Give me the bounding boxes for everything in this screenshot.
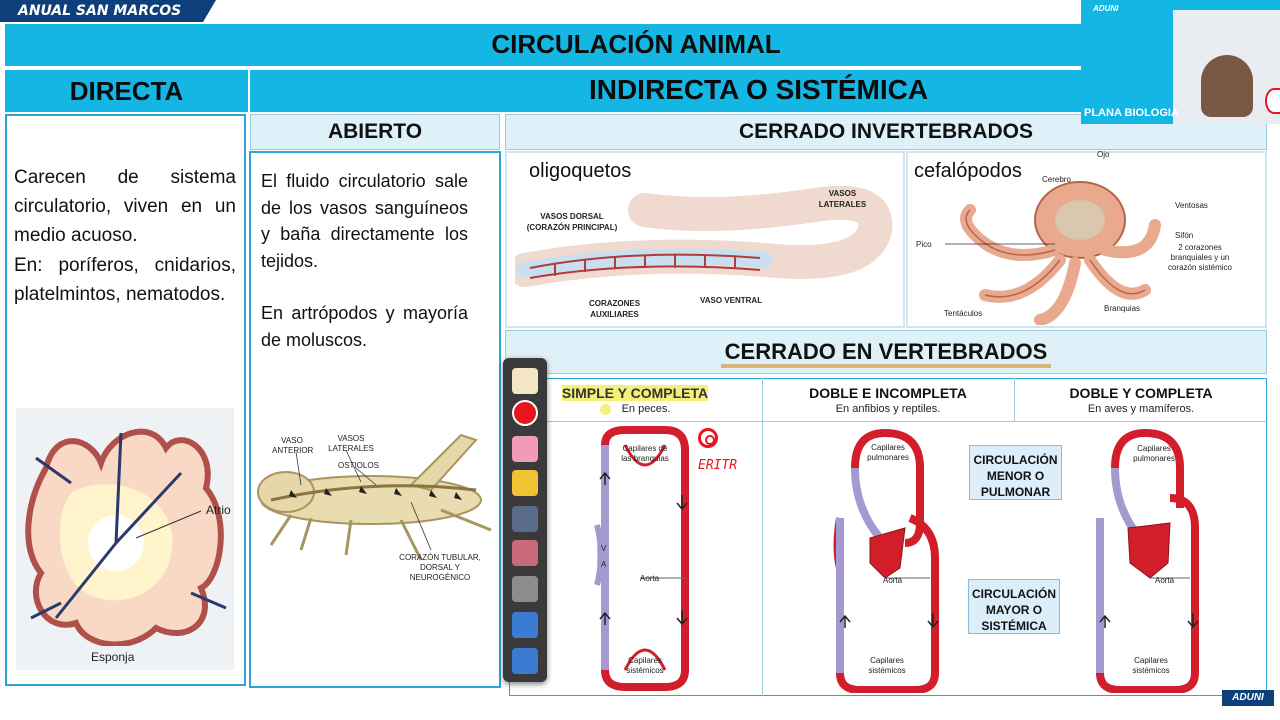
label-aorta-dc: Aorta <box>1155 576 1175 585</box>
col-divider-2 <box>1014 378 1015 422</box>
col-title-doble-completa: DOBLE Y COMPLETA <box>1069 385 1213 401</box>
cefalopodos-title: cefalópodos <box>914 160 1022 182</box>
diagram-simple-completa <box>594 426 689 691</box>
label-tentaculos: Tentáculos <box>944 309 983 318</box>
col-title-simple-text: SIMPLE Y COMPLETA <box>561 385 709 401</box>
directa-heading: DIRECTA <box>5 70 248 112</box>
vertebrados-heading-text: CERRADO EN VERTEBRADOS <box>720 339 1052 368</box>
label-ostiolos: OSTIOLOS <box>338 461 379 470</box>
pen-tool-icon[interactable] <box>512 368 538 394</box>
label-vasos-laterales-worm: VASOS LATERALES <box>818 189 867 209</box>
eraser-icon[interactable] <box>512 436 538 462</box>
label-capilares-pulmonares-di: Capilares pulmonares <box>867 443 909 462</box>
circulacion-mayor-box: CIRCULACIÓN MAYOR O SISTÉMICA <box>968 579 1060 634</box>
diagram-doble-incompleta <box>833 428 939 693</box>
label-ojo: Ojo <box>1097 150 1110 159</box>
directa-text-2: En: poríferos, cnidarios, platelmintos, … <box>14 255 236 305</box>
label-capilares-sistemicos-dc: Capilares sistémicos <box>1132 656 1170 675</box>
earthworm-image <box>515 185 893 287</box>
label-corazones-auxiliares: CORAZONES AUXILIARES <box>588 299 641 319</box>
footer-logo: ADUNI <box>1222 690 1274 706</box>
label-vaso-ventral: VASO VENTRAL <box>700 296 763 305</box>
keyboard-icon[interactable] <box>512 576 538 602</box>
label-corazon-tubular: CORAZÓN TUBULAR, DORSAL Y NEUROGÉNICO <box>399 553 481 582</box>
highlight-dot <box>599 403 611 415</box>
label-corazones: 2 corazones branquiales y un corazón sis… <box>1167 243 1233 272</box>
label-ventosas: Ventosas <box>1175 201 1208 210</box>
grasshopper-image <box>257 433 492 561</box>
abierto-heading: ABIERTO <box>250 114 500 150</box>
screen-icon[interactable] <box>512 612 538 638</box>
label-cerebro: Cerebro <box>1042 175 1071 184</box>
laser-pointer-icon[interactable] <box>512 540 538 566</box>
abierto-text-1: El fluido circulatorio sale de los vasos… <box>261 171 468 271</box>
sponge-label-esponja: Esponja <box>91 650 135 664</box>
presenter-avatar <box>1201 55 1253 117</box>
label-vasos-laterales: VASOS LATERALES <box>328 434 374 453</box>
label-aorta-simple: Aorta <box>640 574 660 583</box>
label-sifon: Sifón <box>1175 231 1194 240</box>
label-capilares-pulmonares-dc: Capilares pulmonares <box>1133 444 1175 463</box>
directa-text-1: Carecen de sistema circulatorio, viven e… <box>14 167 236 246</box>
annotation-circle <box>698 428 718 448</box>
brand-ribbon: ANUAL SAN MARCOS <box>0 0 216 22</box>
sponge-label-atrio: Atrio <box>206 503 231 517</box>
octopus-image <box>945 181 1161 325</box>
page-title: CIRCULACIÓN ANIMAL <box>5 24 1267 66</box>
webcam-badge <box>1265 88 1280 114</box>
label-capilares-sistemicos-simple: Capilares sistémicos <box>626 656 664 675</box>
sponge-image <box>16 408 234 670</box>
red-pen-icon[interactable] <box>512 400 538 426</box>
col-sub-doble-completa: En aves y mamíferos. <box>1087 403 1195 415</box>
row-divider <box>509 421 1267 422</box>
annotation-toolbar <box>503 358 547 682</box>
oligoquetos-panel <box>505 151 905 328</box>
label-capilares-branquias: Capilares de las branquias <box>621 444 669 463</box>
diagram-doble-completa <box>1096 428 1199 693</box>
label-capilares-sistemicos-di: Capilares sistémicos <box>868 656 906 675</box>
col-sub-simple: En peces. <box>555 403 715 415</box>
abierto-panel <box>249 151 501 688</box>
pointer-icon[interactable] <box>512 506 538 532</box>
label-branquias: Branquias <box>1104 304 1141 313</box>
annotation-text: ERITR <box>698 458 738 473</box>
label-vaso-anterior: VASO ANTERIOR <box>272 436 314 455</box>
col-sub-simple-text: En peces. <box>621 403 671 415</box>
webcam-overlay: ADUNI PLANA BIOLOGIA <box>1081 0 1280 124</box>
label-pico: Pico <box>916 240 932 249</box>
oligoquetos-title: oligoquetos <box>529 160 632 182</box>
invertebrados-heading: CERRADO INVERTEBRADOS <box>505 114 1267 150</box>
label-v-simple: V <box>601 544 607 553</box>
label-aorta-di: Aorta <box>883 576 903 585</box>
col-sub-doble-incompleta: En anfibios y reptiles. <box>835 403 941 415</box>
webcam-caption: PLANA BIOLOGIA <box>1084 107 1179 119</box>
display-settings-icon[interactable] <box>512 648 538 674</box>
webcam-logo: ADUNI <box>1093 4 1119 13</box>
highlighter-icon[interactable] <box>512 470 538 496</box>
col-title-doble-incompleta: DOBLE E INCOMPLETA <box>809 385 967 401</box>
col-title-simple: SIMPLE Y COMPLETA <box>555 385 715 401</box>
label-vasos-dorsal: VASOS DORSAL (CORAZÓN PRINCIPAL) <box>526 212 618 232</box>
vertebrados-heading: CERRADO EN VERTEBRADOS <box>505 330 1267 374</box>
label-a-simple: A <box>601 560 607 569</box>
abierto-text-2: En artrópodos y mayoría de moluscos. <box>261 303 468 350</box>
circulacion-menor-box: CIRCULACIÓN MENOR O PULMONAR <box>969 445 1062 500</box>
col-divider-1 <box>762 378 763 696</box>
